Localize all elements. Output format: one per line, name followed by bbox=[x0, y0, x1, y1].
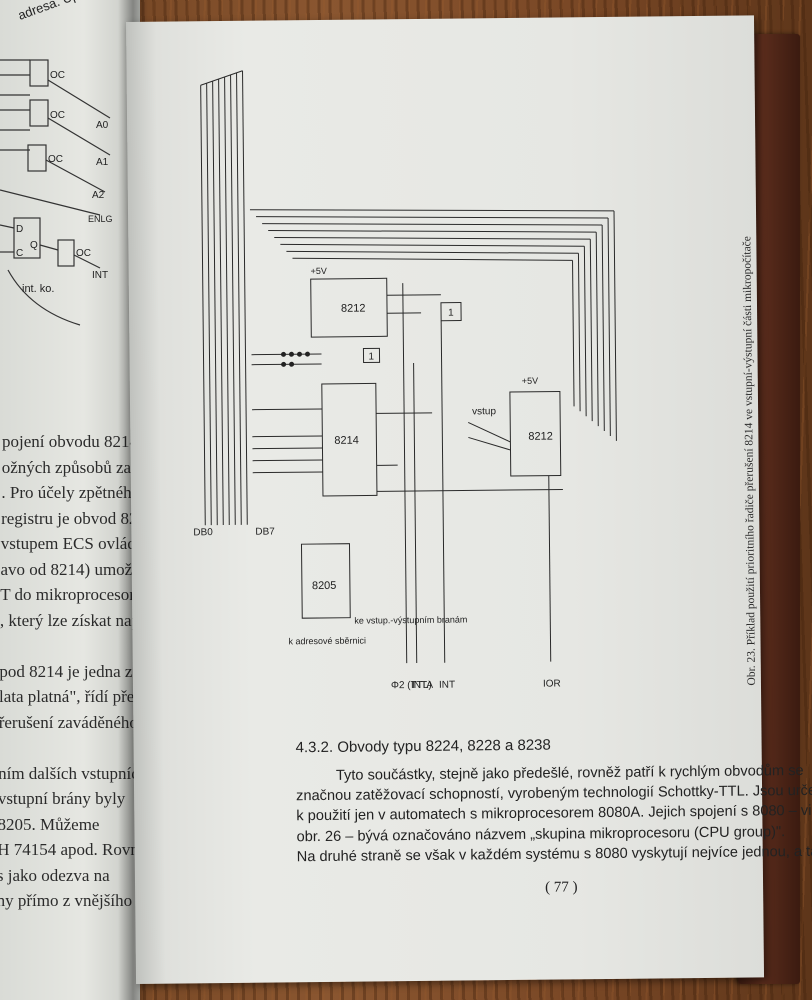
plus5v-right-label: +5V bbox=[522, 376, 538, 386]
page-number: ( 77 ) bbox=[545, 879, 578, 896]
vstup-label: vstup bbox=[472, 406, 496, 417]
address-bus-label: k adresové sběrnici bbox=[288, 636, 366, 647]
circuit-diagram: DB0 DB7 8212 8214 8212 8205 vstup k adre… bbox=[193, 70, 617, 691]
int-ko-label: int. ko. bbox=[22, 283, 54, 295]
right-page: DB0 DB7 8212 8214 8212 8205 vstup k adre… bbox=[126, 15, 812, 984]
left-page-text-line: , který lze získat např. bbox=[0, 610, 151, 630]
left-page-text-line: 8205. Můžeme bbox=[0, 814, 100, 834]
bus-label-db0: DB0 bbox=[193, 527, 213, 538]
d-label: D bbox=[16, 224, 23, 235]
section-heading: 4.3.2. Obvody typu 8224, 8228 a 8238 bbox=[295, 736, 551, 757]
left-page-text-line: ny přímo z vnějšího bbox=[0, 891, 133, 910]
left-page-text-line: ním dalších vstupních bbox=[0, 763, 148, 783]
signal-phi2: Φ2 (TTL) bbox=[391, 680, 432, 691]
left-page-text-line: T do mikroprocesoru. bbox=[0, 585, 148, 604]
plus5v-top-label: +5V bbox=[311, 266, 327, 276]
chip-8212-top-label: 8212 bbox=[341, 303, 366, 315]
header-fragment-1: adresa. Uplatnění bbox=[16, 0, 118, 23]
left-page-text-line: s jako odezva na bbox=[0, 865, 110, 885]
oc-label-3: OC bbox=[48, 154, 63, 165]
a1-label: A1 bbox=[96, 157, 109, 168]
left-page-text-line: lata platná", řídí přerušení bbox=[0, 687, 176, 706]
a0-label: A0 bbox=[96, 120, 109, 131]
left-page-text-line: pod 8214 je jedna ze bbox=[0, 661, 140, 681]
left-page-text-line: H 74154 apod. Rovněž bbox=[0, 840, 154, 859]
chip-8205-label: 8205 bbox=[312, 580, 337, 592]
signal-ior: IOR bbox=[543, 678, 561, 689]
left-page-text-line: vstupem ECS ovládaném bbox=[0, 534, 173, 553]
figure-caption: Obr. 23. Příklad použití prioritního řad… bbox=[741, 225, 770, 685]
gate-label-1: 1 bbox=[448, 308, 454, 319]
signal-int: INT bbox=[439, 680, 455, 691]
q-label: Q bbox=[30, 240, 38, 251]
chip-8214-label: 8214 bbox=[334, 435, 359, 447]
signal-inta: INTA bbox=[411, 680, 433, 691]
figure-caption-text: Obr. 23. Příklad použití prioritního řad… bbox=[741, 236, 758, 686]
io-gates-label: ke vstup.-výstupním branám bbox=[354, 614, 467, 625]
left-page-text-line: vstupní brány byly bbox=[0, 789, 126, 808]
gate-label-2: 1 bbox=[368, 351, 374, 362]
left-page-diagram: OC OC OC OC A0 A1 A2 ENLG INT int. ko. D… bbox=[0, 0, 118, 326]
left-page-text-line: řerušení zaváděného bbox=[0, 712, 138, 732]
chip-8212-right-label: 8212 bbox=[528, 431, 553, 443]
bus-label-db7: DB7 bbox=[255, 526, 275, 537]
oc-label-1: OC bbox=[50, 70, 65, 81]
oc-label-2: OC bbox=[50, 110, 65, 121]
int-label: INT bbox=[92, 270, 108, 281]
left-page-text-line: . Pro účely zpětného bbox=[1, 483, 141, 502]
a2-label: A2 bbox=[92, 190, 105, 201]
left-page-text-line: avo od 8214) umožňuje bbox=[0, 559, 162, 579]
body-paragraph: Tyto součástky, stejně jako předešlé, ro… bbox=[296, 761, 812, 868]
c-label: C bbox=[16, 248, 23, 259]
enlg-label: ENLG bbox=[88, 214, 113, 224]
oc-label-4: OC bbox=[76, 248, 91, 259]
